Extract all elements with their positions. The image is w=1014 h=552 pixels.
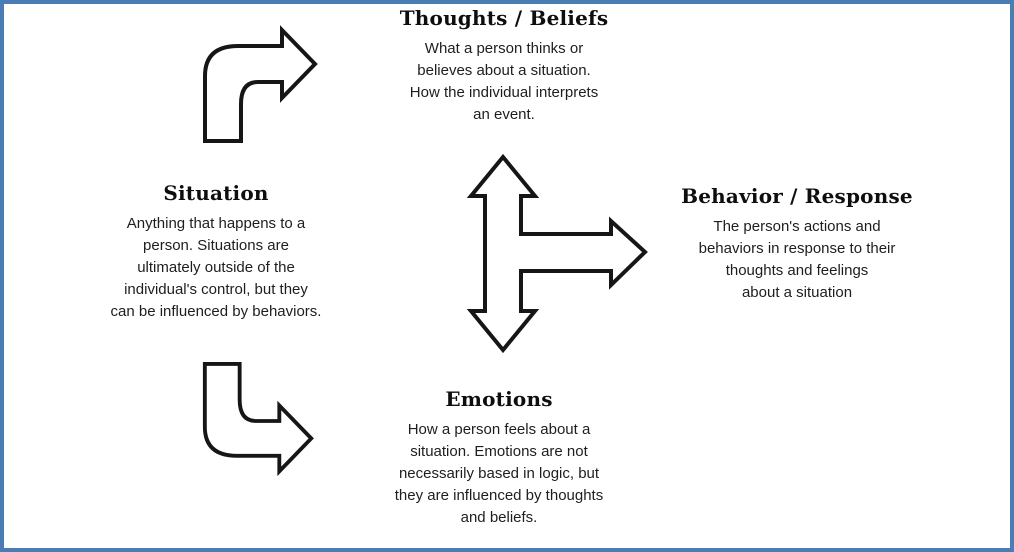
emotions-title: Emotions	[445, 387, 553, 411]
behavior-response-description: The person's actions and behaviors in re…	[698, 218, 896, 301]
thoughts-beliefs-title: Thoughts / Beliefs	[399, 6, 609, 30]
curved-arrow-down-right-icon	[198, 362, 320, 480]
situation-title: Situation	[163, 181, 269, 205]
node-behavior-response: Behavior / Response The person's actions…	[647, 183, 947, 304]
behavior-response-title: Behavior / Response	[681, 184, 913, 208]
three-way-arrow-icon	[466, 153, 649, 354]
node-situation: Situation Anything that happens to a per…	[66, 180, 366, 323]
thoughts-beliefs-description: What a person thinks or believes about a…	[409, 40, 599, 123]
situation-description: Anything that happens to a person. Situa…	[110, 215, 322, 320]
curved-arrow-up-right-icon	[198, 21, 324, 143]
emotions-description: How a person feels about a situation. Em…	[394, 421, 604, 526]
node-emotions: Emotions How a person feels about a situ…	[349, 386, 649, 529]
node-thoughts-beliefs: Thoughts / Beliefs What a person thinks …	[354, 5, 654, 126]
